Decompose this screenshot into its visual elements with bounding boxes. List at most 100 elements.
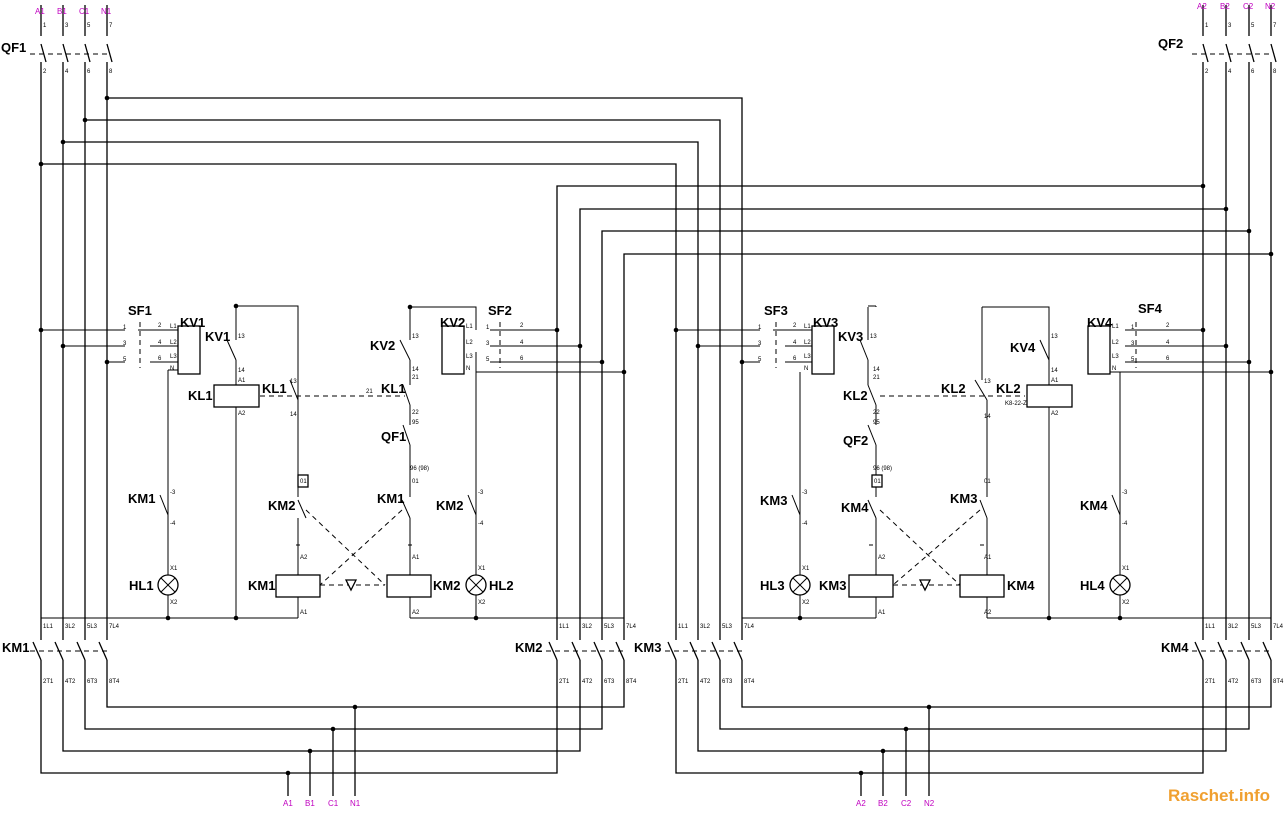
pin: 4 (793, 340, 797, 346)
pin: 6 (1166, 356, 1170, 362)
cross-feeders (41, 97, 1271, 640)
sf4-label: SF4 (1138, 301, 1163, 316)
small-pin-labels: 1 2 3 4 5 6 L1 L2 L3 N L1 L2 L3 N 2 4 6 … (123, 323, 1170, 616)
qf1-aux-label: QF1 (381, 429, 406, 444)
term: 3L2 (582, 624, 593, 630)
pin: L1 (804, 324, 811, 330)
pin: L3 (170, 354, 177, 360)
pin: 21 (412, 375, 419, 381)
term: 3L2 (65, 624, 76, 630)
term: 4T2 (1228, 679, 1239, 685)
km1-lamp-contact-label: KM1 (128, 491, 155, 506)
in-right-a: A2 (1197, 2, 1207, 11)
pin: L1 (466, 324, 473, 330)
hl2-lamp (465, 574, 487, 596)
pin: 3 (758, 341, 762, 347)
pin: 2 (1205, 69, 1209, 75)
pin: 96 (98) (873, 466, 892, 472)
pin: -3 (1122, 490, 1128, 496)
pin: 13 (290, 379, 297, 385)
kv1-label: KV1 (180, 315, 205, 330)
km3-coil-label: KM3 (819, 578, 846, 593)
pin: A2 (300, 555, 308, 561)
term: 7L4 (626, 624, 637, 630)
sf2-label: SF2 (488, 303, 512, 318)
pin: 4 (1166, 340, 1170, 346)
pin: 21 (873, 375, 880, 381)
term: 2T1 (43, 679, 54, 685)
pin: X2 (1122, 600, 1130, 606)
device-labels: QF1 QF2 KM1 KM2 KM3 KM4 SF1 SF2 SF3 SF4 … (1, 36, 1189, 655)
pin: A2 (984, 610, 992, 616)
term: 5L3 (1251, 624, 1262, 630)
term: 8T4 (744, 679, 755, 685)
kv4-contact-label: KV4 (1010, 340, 1036, 355)
pin: A2 (412, 610, 420, 616)
pin: A1 (238, 378, 246, 384)
pin: 14 (290, 412, 297, 418)
pin: 4 (520, 340, 524, 346)
kl1-coil (213, 384, 260, 408)
main-contacts (30, 641, 1272, 661)
out-right-a: A2 (856, 799, 866, 808)
pin: 22 (412, 410, 419, 416)
km1-coil-label: KM1 (248, 578, 275, 593)
pin: 95 (873, 420, 880, 426)
out-right-b: B2 (878, 799, 888, 808)
kv3-label: KV3 (813, 315, 838, 330)
pin: 14 (238, 368, 245, 374)
out-right-n: N2 (924, 799, 935, 808)
brand-watermark: Raschet.info (1168, 786, 1270, 805)
km4-coil-label: KM4 (1007, 578, 1035, 593)
kl2-contact-label-2: KL2 (843, 388, 868, 403)
output-busses (40, 660, 1272, 796)
pin: 6 (793, 356, 797, 362)
kv4-relay (1087, 325, 1111, 375)
pin: A1 (878, 610, 886, 616)
pin: 3 (486, 341, 490, 347)
pin: A2 (878, 555, 886, 561)
in-right-c: C2 (1243, 2, 1254, 11)
pin: -3 (170, 490, 176, 496)
pin: N (170, 366, 174, 372)
pin: 2 (793, 323, 797, 329)
pin: 6 (520, 356, 524, 362)
pin: 5 (486, 357, 490, 363)
km1-interlock-label: KM1 (377, 491, 404, 506)
hl1-lamp (157, 574, 179, 596)
pin: -3 (478, 490, 484, 496)
term: 8T4 (1273, 679, 1284, 685)
pin: 6 (1251, 69, 1255, 75)
km3-coil (848, 574, 894, 598)
out-left-n: N1 (350, 799, 361, 808)
km1-main-label: KM1 (2, 640, 29, 655)
right-phase-rails (1192, 5, 1277, 640)
hl4-label: HL4 (1080, 578, 1105, 593)
pin: 1 (486, 325, 490, 331)
term: 4T2 (582, 679, 593, 685)
term: 1L1 (43, 624, 54, 630)
out-right-c: C2 (901, 799, 912, 808)
term: 4T2 (65, 679, 76, 685)
pin: 7 (109, 23, 113, 29)
out-left-a: A1 (283, 799, 293, 808)
pin: 3 (123, 341, 127, 347)
hl4-lamp (1109, 574, 1131, 596)
km2-coil (386, 574, 432, 598)
pin: -4 (170, 521, 176, 527)
term: 3L2 (1228, 624, 1239, 630)
pin: 1 (43, 23, 47, 29)
term: 1L1 (559, 624, 570, 630)
pin: 1 (1131, 325, 1135, 331)
pin: L3 (466, 354, 473, 360)
pin: 3 (65, 23, 69, 29)
pin: L2 (466, 340, 473, 346)
pin: 4 (1228, 69, 1232, 75)
term: 2T1 (1205, 679, 1216, 685)
pin: A2 (1051, 411, 1059, 417)
pin: X1 (802, 566, 810, 572)
sf3-label: SF3 (764, 303, 788, 318)
output-labels: A1 B1 C1 N1 A2 B2 C2 N2 (283, 799, 935, 808)
pin: X2 (478, 600, 486, 606)
pin: A1 (412, 555, 420, 561)
